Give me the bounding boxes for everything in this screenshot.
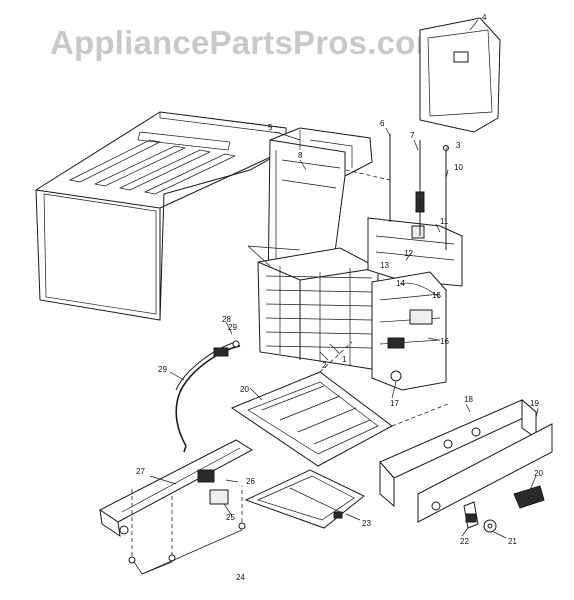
top-plate [419, 17, 501, 133]
assembly-lines [319, 169, 449, 427]
end-bracket [367, 217, 463, 287]
screws [128, 340, 246, 564]
heating-element-grid [257, 247, 379, 371]
callout-19: 19 [530, 399, 539, 408]
callout-3: 3 [456, 141, 461, 150]
callout-5: 5 [268, 123, 273, 132]
knob-and-fasteners [463, 485, 545, 533]
leader-lines [133, 19, 539, 575]
callout-7: 7 [410, 131, 415, 140]
callout-23: 23 [362, 519, 371, 528]
callout-14: 14 [396, 279, 405, 288]
callout-4: 4 [482, 13, 487, 22]
watermark-text: AppliancePartsPros.com [50, 24, 445, 61]
carriage-control-assembly [371, 271, 447, 391]
callout-29: 29 [158, 365, 167, 374]
callout-20-knob: 20 [534, 469, 543, 478]
callout-6: 6 [380, 119, 385, 128]
callout-28: 28 [222, 315, 231, 324]
callout-25: 25 [226, 513, 235, 522]
callout-16: 16 [440, 337, 449, 346]
callout-18: 18 [464, 395, 473, 404]
callout-17: 17 [390, 399, 399, 408]
front-panel [379, 398, 553, 523]
base-plate [244, 469, 365, 529]
callout-8: 8 [298, 151, 303, 160]
callout-13: 13 [380, 261, 389, 270]
callout-2: 2 [322, 361, 327, 370]
callout-12: 12 [404, 249, 413, 258]
callout-24: 24 [236, 573, 245, 582]
cabinet-housing [35, 111, 287, 321]
crumb-tray [230, 371, 393, 467]
callout-27: 27 [136, 467, 145, 476]
power-cord [175, 341, 241, 453]
callout-10: 10 [454, 163, 463, 172]
bottom-rail [99, 439, 253, 538]
callout-20-tray: 20 [240, 385, 249, 394]
callout-15: 15 [432, 291, 441, 300]
callout-22: 22 [460, 537, 469, 546]
callout-29-b: 29 [228, 323, 237, 332]
callout-11: 11 [440, 217, 449, 226]
callout-26: 26 [246, 477, 255, 486]
callout-21: 21 [508, 537, 517, 546]
rods [389, 134, 449, 250]
callout-1: 1 [342, 355, 347, 364]
